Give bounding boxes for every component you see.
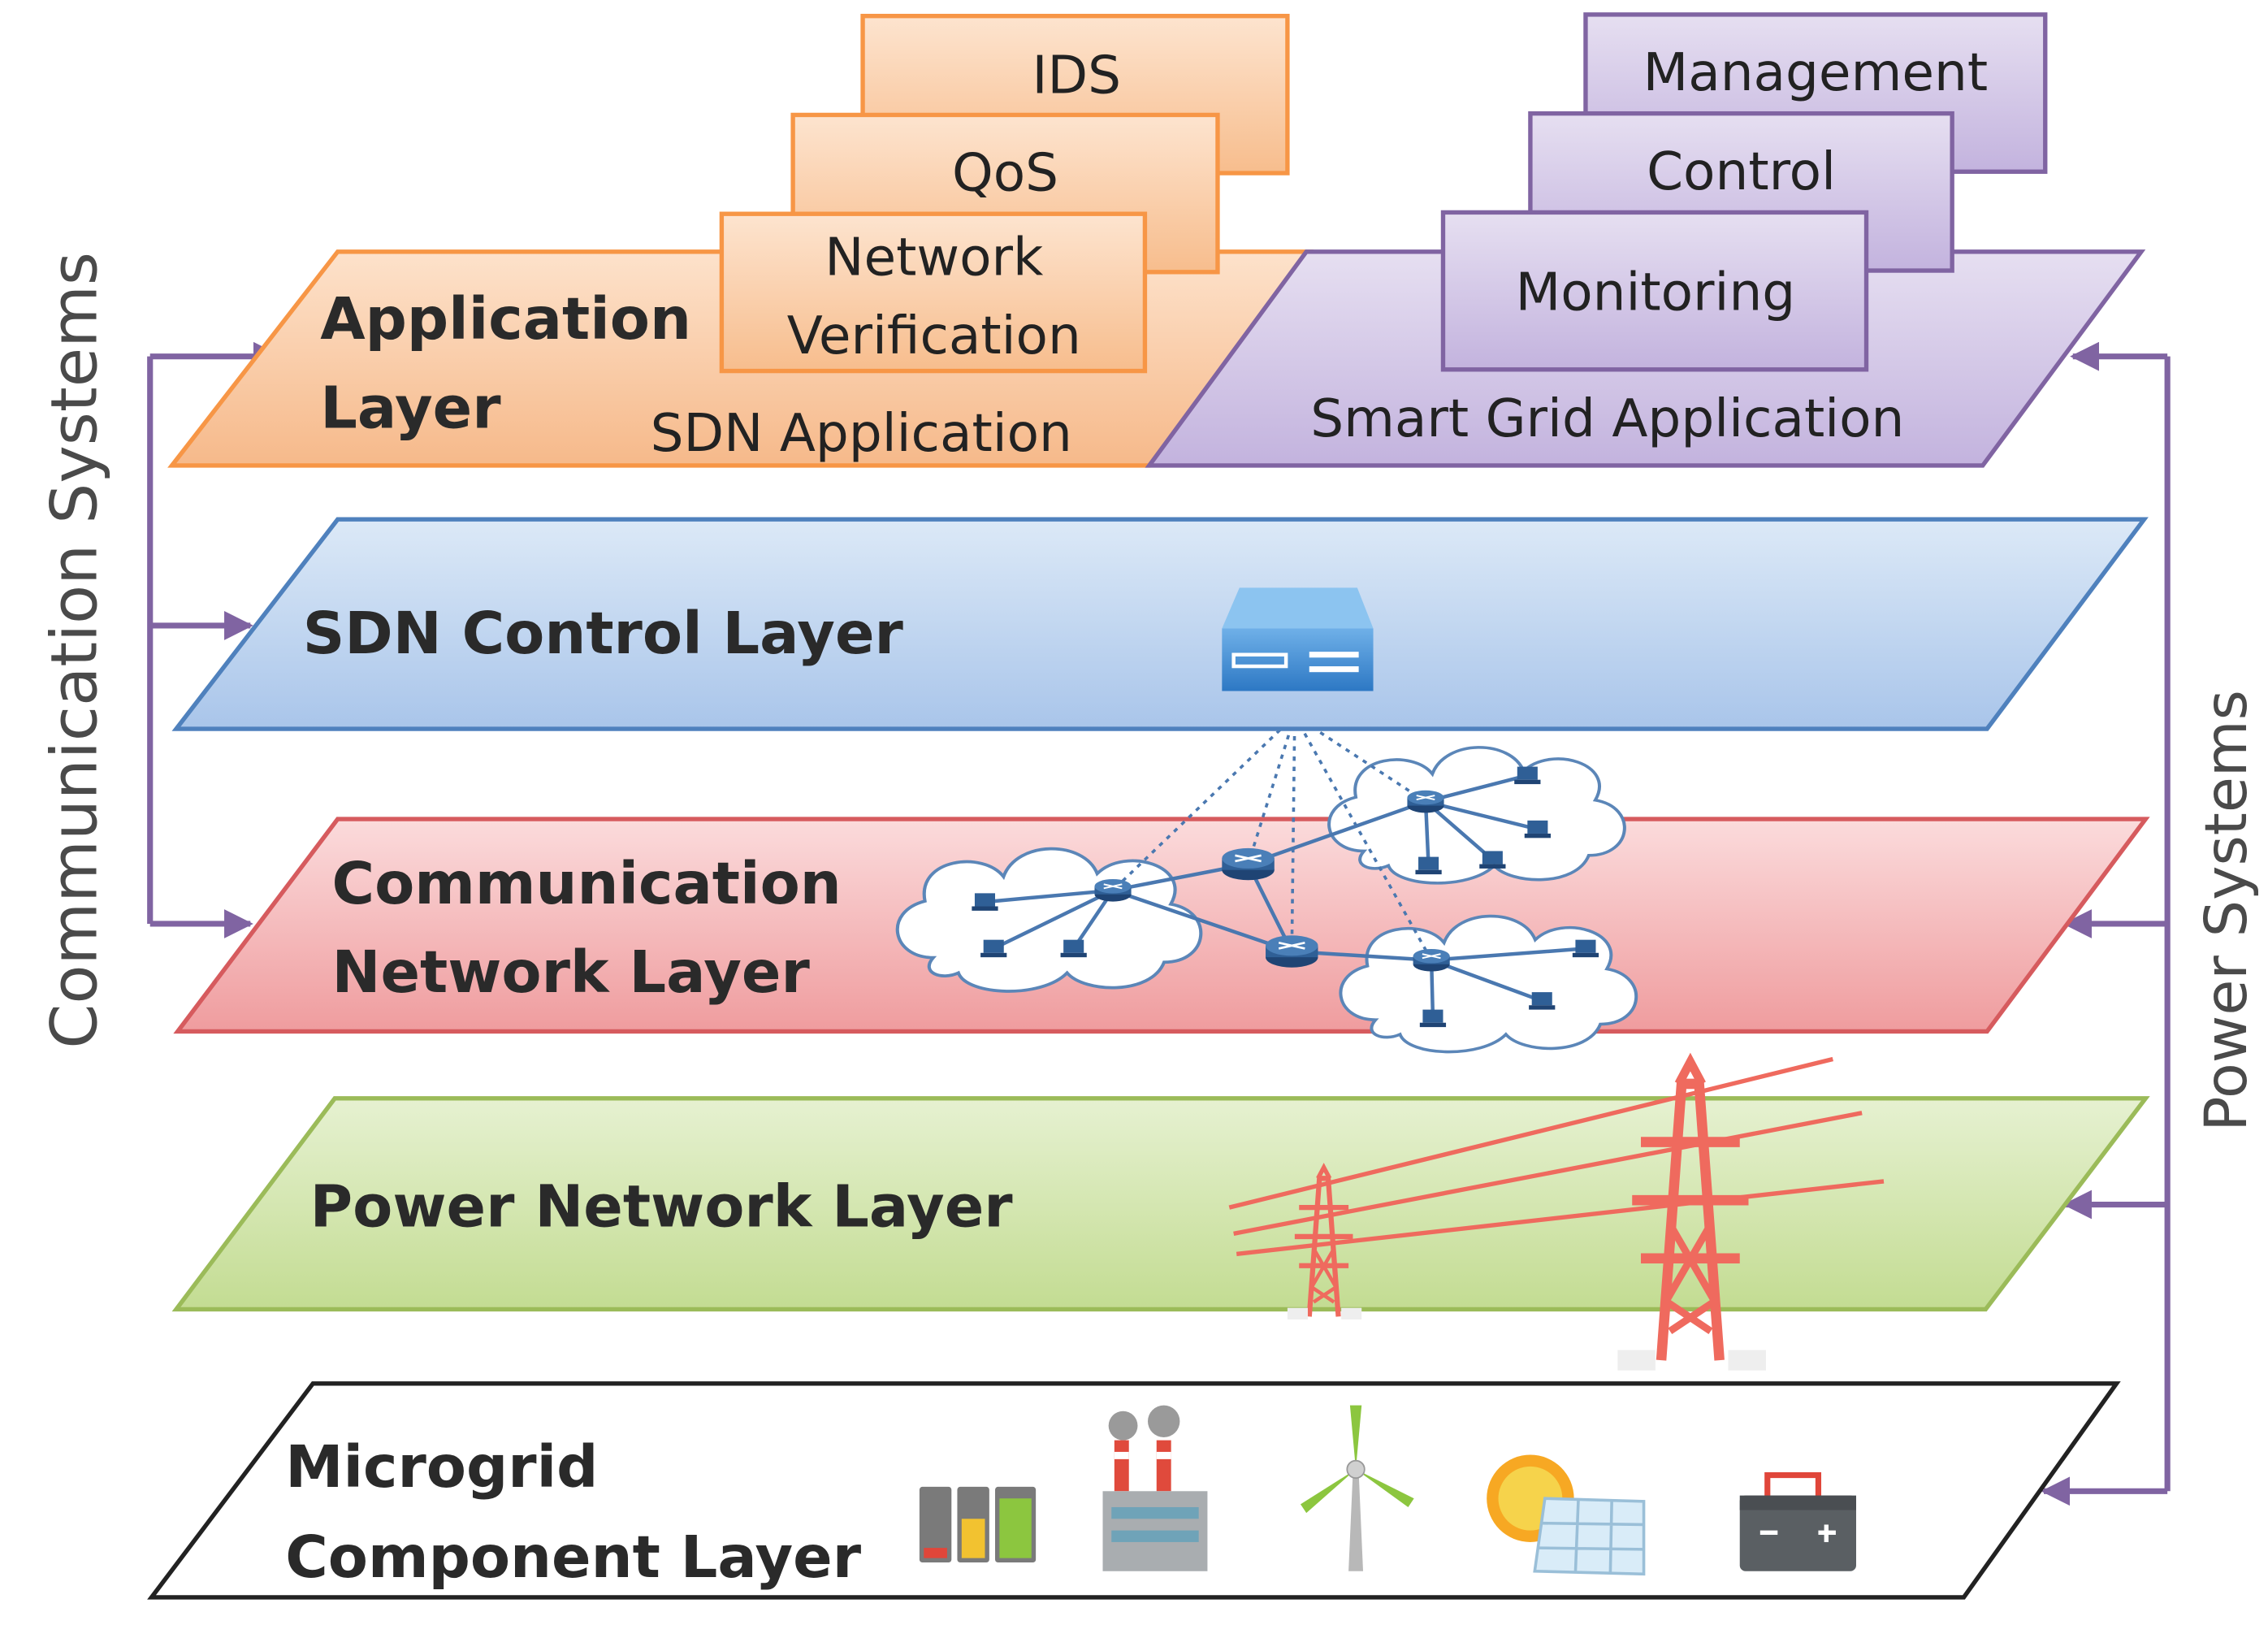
microgrid-component-layer: Microgrid Component Layer: [147, 1381, 2121, 1600]
smart-grid-application: Management Control Monitoring Smart Grid…: [1145, 12, 2146, 468]
management-app-label: Management: [1643, 42, 1988, 103]
smart-grid-application-label: Smart Grid Application: [1310, 388, 1904, 449]
ids-app-label: IDS: [1032, 46, 1122, 106]
network-verification-app-box: [719, 211, 1148, 374]
communication-systems-label: Communication Systems: [37, 252, 111, 1049]
power-layer-title: Power Network Layer: [310, 1172, 1014, 1240]
power-systems-bracket: [2041, 341, 2171, 1506]
network-verification-label-line2: Verification: [787, 306, 1081, 366]
communication-layer-title-line2: Network Layer: [332, 938, 811, 1006]
monitoring-app-box: [1440, 210, 1869, 372]
solar-panel-icon: [1487, 1454, 1646, 1576]
application-layer: IDS QoS Network Verification Application…: [167, 12, 2146, 468]
application-layer-title-line1: Application: [320, 285, 691, 353]
network-verification-label-line1: Network: [825, 227, 1044, 288]
sdn-control-layer: SDN Control Layer: [171, 517, 2149, 731]
sdn-controller-server-icon: [1222, 587, 1374, 691]
small-pylon-icon: [1287, 1168, 1362, 1320]
application-layer-title-line2: Layer: [320, 374, 501, 441]
battery-bank-icon: [919, 1486, 1037, 1563]
microgrid-layer-title-line2: Component Layer: [285, 1523, 862, 1591]
microgrid-layer-title-line1: Microgrid: [285, 1433, 598, 1501]
power-systems-label: Power Systems: [2192, 690, 2260, 1132]
factory-icon: [1102, 1405, 1208, 1571]
control-app-label: Control: [1647, 141, 1836, 202]
communication-network-layer: Communication Network Layer: [173, 714, 2150, 1052]
sdn-app-stack: IDS QoS Network Verification: [719, 14, 1290, 374]
monitoring-app-label: Monitoring: [1516, 262, 1796, 323]
wind-turbine-icon: [1301, 1405, 1414, 1571]
power-network-layer: Power Network Layer: [171, 1059, 2150, 1371]
sdn-application-label: SDN Application: [651, 403, 1072, 464]
sdn-control-layer-title: SDN Control Layer: [303, 600, 904, 667]
communication-layer-title-line1: Communication: [332, 850, 842, 917]
network-topology: [898, 714, 1636, 1052]
qos-app-label: QoS: [952, 143, 1058, 204]
car-battery-icon: [1739, 1471, 1856, 1571]
large-pylon-icon: [1617, 1062, 1766, 1371]
